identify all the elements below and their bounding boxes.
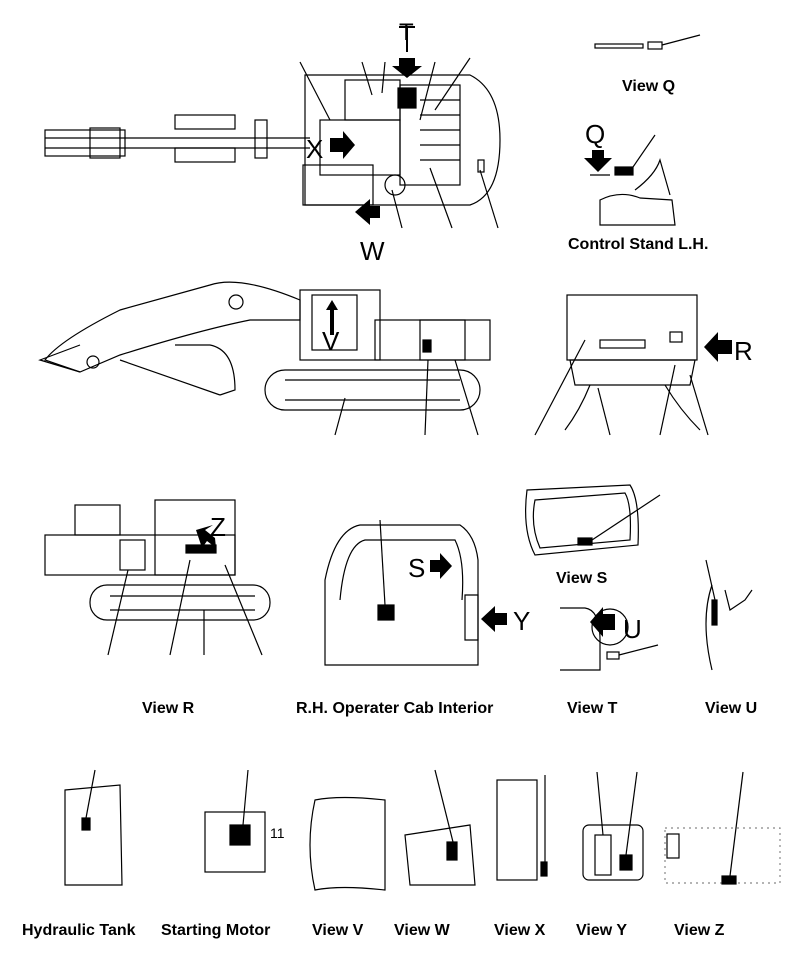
starting-motor-drawing: [204, 769, 266, 873]
view-z-drawing: [664, 771, 781, 885]
view-t-drawing: [560, 607, 659, 671]
caption-control-stand: Control Stand L.H.: [568, 236, 709, 253]
marker-u: U: [623, 614, 642, 644]
view-x-drawing: [496, 775, 548, 881]
hydraulic-tank-drawing: [64, 769, 123, 886]
view-y-drawing: [582, 771, 644, 881]
caption-view-t: View T: [567, 700, 618, 717]
marker-s: S: [408, 553, 425, 583]
caption-view-z: View Z: [674, 922, 725, 939]
marker-v: V: [322, 326, 340, 356]
caption-view-x: View X: [494, 922, 546, 939]
marker-q: Q: [585, 119, 605, 149]
caption-view-y: View Y: [576, 922, 627, 939]
rear-view-drawing: [534, 294, 732, 436]
marker-11: 11: [270, 825, 285, 841]
caption-view-w: View W: [394, 922, 450, 939]
view-u-drawing: [705, 559, 753, 671]
caption-view-r: View R: [142, 700, 195, 717]
view-v-drawing: [309, 796, 386, 891]
marker-w: W: [360, 236, 385, 266]
view-r-drawing: [44, 499, 271, 656]
view-q-drawing: [594, 34, 701, 50]
view-s-drawing: [525, 484, 661, 556]
caption-view-q: View Q: [622, 78, 676, 95]
control-stand-drawing: [584, 134, 676, 226]
marker-z: Z: [210, 512, 226, 542]
marker-x: X: [306, 134, 323, 164]
side-view-drawing: [38, 281, 491, 436]
caption-view-u: View U: [705, 700, 758, 717]
caption-starting-motor: Starting Motor: [161, 922, 271, 939]
cab-interior-drawing: [324, 519, 507, 666]
top-view-drawing: [44, 26, 501, 229]
caption-view-s: View S: [556, 570, 608, 587]
caption-hydraulic-tank: Hydraulic Tank: [22, 922, 136, 939]
marker-y: Y: [513, 606, 530, 636]
caption-view-v: View V: [312, 922, 364, 939]
marker-r: R: [734, 336, 753, 366]
caption-cab-interior: R.H. Operater Cab Interior: [296, 700, 494, 717]
marker-t: T: [399, 19, 414, 46]
view-w-drawing: [404, 769, 476, 886]
